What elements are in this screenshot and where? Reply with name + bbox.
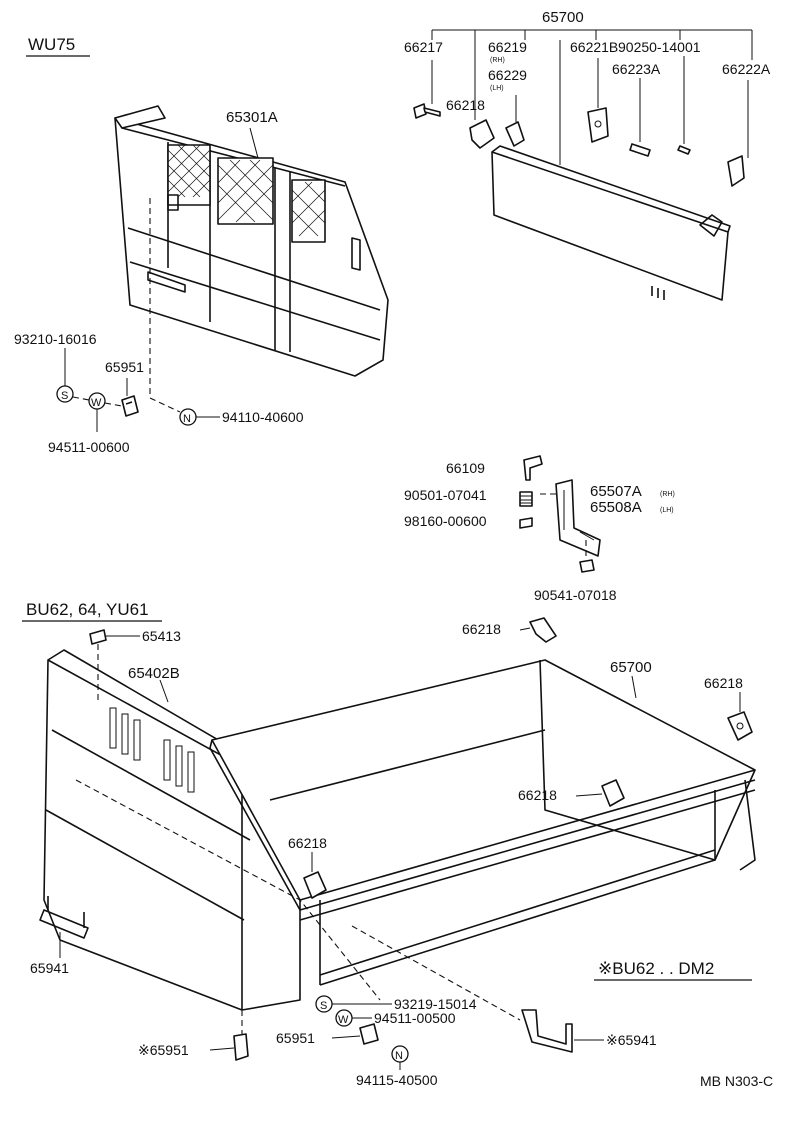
headboard-protector-65301a [114, 105, 389, 377]
label-66218-center: 66218 [518, 787, 557, 803]
label-65700-bottom: 65700 [610, 659, 652, 676]
label-66218-top: 66218 [446, 97, 485, 113]
label-94110-40600: 94110-40600 [222, 409, 304, 425]
bracket-65951-bottom [359, 1023, 379, 1045]
label-65700-top: 65700 [542, 9, 584, 26]
label-66219-rh: (RH) [490, 57, 505, 64]
bolt-90541-07018 [579, 559, 595, 573]
drawing-code: MB N303-C [700, 1073, 773, 1089]
label-65507a-rh: (RH) [660, 491, 675, 498]
plain-washer-letter-top: W [91, 397, 102, 409]
bracket-65951-top [121, 395, 139, 417]
hook-66221b [587, 107, 609, 143]
label-94511-00500: 94511-00500 [374, 1010, 456, 1026]
label-65951-star: ※65951 [138, 1042, 189, 1058]
plate-65413 [89, 629, 107, 645]
nut-letter-top: N [183, 413, 191, 425]
label-65941-left: 65941 [30, 960, 69, 976]
label-66222a: 66222A [722, 61, 771, 77]
footnote-bu62-dm2: ※BU62 . . DM2 [598, 959, 714, 978]
label-65941-star: ※65941 [606, 1032, 657, 1048]
front-board-65402b [43, 649, 301, 1011]
latch-66222a [727, 155, 745, 187]
label-66217: 66217 [404, 39, 443, 55]
nut-letter-bottom: N [395, 1050, 403, 1062]
label-94115-40500: 94115-40500 [356, 1072, 438, 1088]
label-90501-07041: 90501-07041 [404, 487, 487, 503]
hinge-66218-right [727, 711, 753, 741]
label-65951-bottom: 65951 [276, 1030, 315, 1046]
side-gate-65700-top [491, 145, 731, 301]
model-label-bu62: BU62, 64, YU61 [26, 600, 149, 619]
label-66219: 66219 [488, 39, 527, 55]
plain-washer-letter-bottom: W [338, 1014, 349, 1026]
label-66229: 66229 [488, 67, 527, 83]
label-66218-left: 66218 [288, 835, 327, 851]
pin-66223a [629, 143, 651, 157]
model-label-wu75: WU75 [28, 35, 75, 54]
label-93210-16016: 93210-16016 [14, 331, 97, 347]
label-66109: 66109 [446, 460, 485, 476]
label-66223a: 66223A [612, 61, 661, 77]
label-90541-07018: 90541-07018 [534, 587, 617, 603]
spring-washer-letter-top: S [61, 390, 68, 402]
stake-65941-star [521, 1009, 573, 1053]
pin-66109 [523, 455, 543, 481]
label-66221b: 66221B [570, 39, 618, 55]
label-66218-right: 66218 [704, 675, 743, 691]
clip-98160-00600 [519, 517, 533, 529]
hinge-66218-center [601, 779, 625, 807]
label-65301a: 65301A [226, 109, 278, 126]
label-98160-00600: 98160-00600 [404, 513, 487, 529]
label-65508a: 65508A [590, 499, 642, 516]
label-90250-14001: 90250-14001 [618, 39, 701, 55]
hinge-66218-top [469, 119, 495, 149]
label-66229-lh: (LH) [490, 85, 504, 92]
hinge-66218-mid [529, 617, 557, 643]
spring-washer-letter-bottom: S [320, 1000, 327, 1012]
label-65507a: 65507A [590, 483, 642, 500]
deck-body-65700-bottom [209, 659, 756, 986]
hinge-66218-left [303, 871, 327, 899]
spring-90501-07041 [519, 491, 533, 507]
label-65413: 65413 [142, 628, 181, 644]
bracket-65951-star [233, 1033, 249, 1061]
hinge-66219-66229 [505, 121, 525, 147]
label-66218-mid: 66218 [462, 621, 501, 637]
bolt-66217 [413, 103, 441, 119]
bracket-65507a-65508a [555, 479, 601, 557]
label-65402b: 65402B [128, 665, 180, 682]
label-94511-00600: 94511-00600 [48, 439, 130, 455]
label-93219-15014: 93219-15014 [394, 996, 477, 1012]
label-65508a-lh: (LH) [660, 507, 674, 514]
stake-65941-left [39, 896, 89, 939]
pin-90250-14001 [677, 145, 691, 155]
label-65951-top: 65951 [105, 359, 144, 375]
